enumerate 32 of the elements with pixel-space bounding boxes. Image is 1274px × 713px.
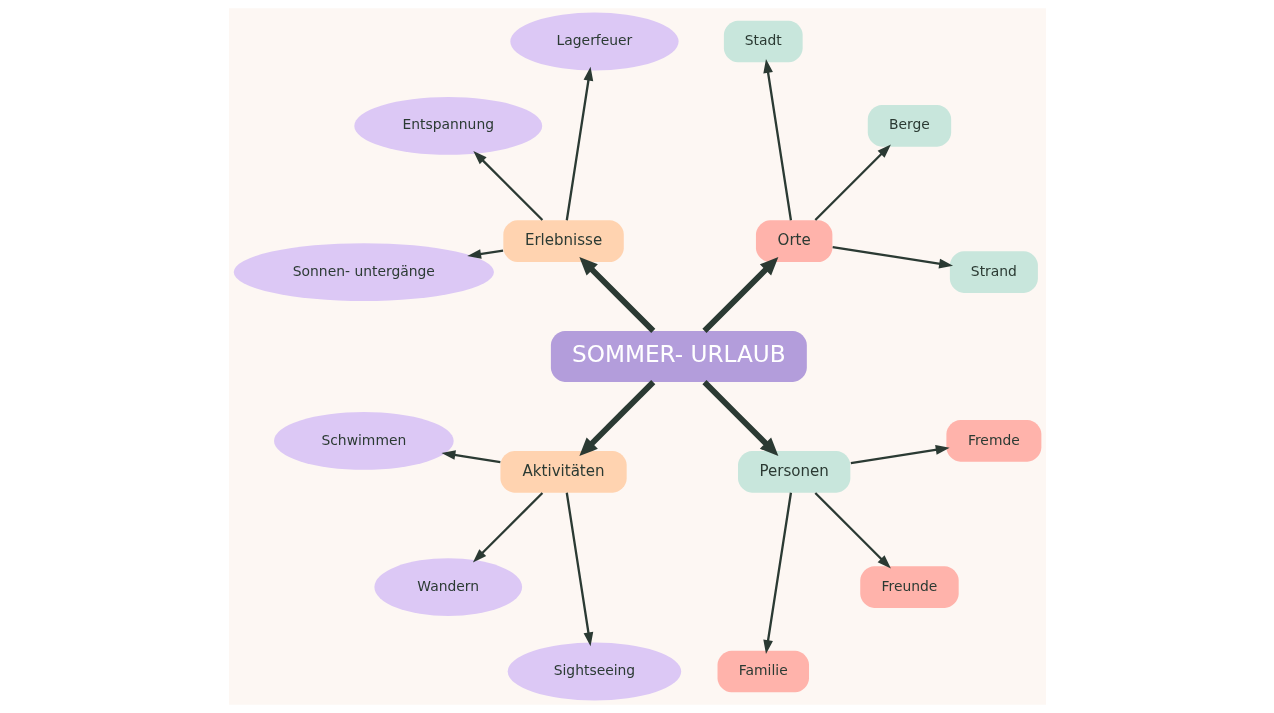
node-box: Personen [737, 450, 850, 493]
node-box: Fremde [945, 420, 1041, 462]
arrow [565, 492, 593, 647]
node-ellipse: Sightseeing [507, 642, 681, 701]
node-box: SOMMER- URLAUB [550, 331, 807, 382]
arrow [578, 380, 655, 456]
arrow [701, 380, 778, 456]
node-box: Aktivitäten [499, 450, 627, 493]
arrow [472, 492, 543, 563]
node-box: Freunde [859, 566, 959, 608]
node-box: Erlebnisse [502, 220, 624, 263]
arrow [701, 256, 778, 333]
arrow [832, 246, 953, 269]
node-ellipse: Wandern [373, 558, 522, 617]
arrow [814, 144, 891, 221]
node-box: Berge [867, 105, 951, 147]
arrow [472, 150, 543, 221]
arrow [814, 492, 891, 569]
node-ellipse: Sonnen- untergänge [233, 243, 494, 302]
node-ellipse: Lagerfeuer [509, 12, 679, 71]
arrow [850, 445, 950, 465]
node-box: Familie [717, 650, 809, 693]
node-ellipse: Entspannung [353, 96, 542, 155]
arrow [440, 450, 501, 464]
arrow [466, 249, 503, 259]
arrow [762, 59, 792, 221]
arrow [762, 492, 792, 654]
node-box: Orte [755, 220, 832, 263]
arrow [565, 66, 593, 221]
node-box: Stadt [723, 20, 803, 63]
node-box: Strand [949, 251, 1038, 293]
arrow [578, 257, 655, 333]
